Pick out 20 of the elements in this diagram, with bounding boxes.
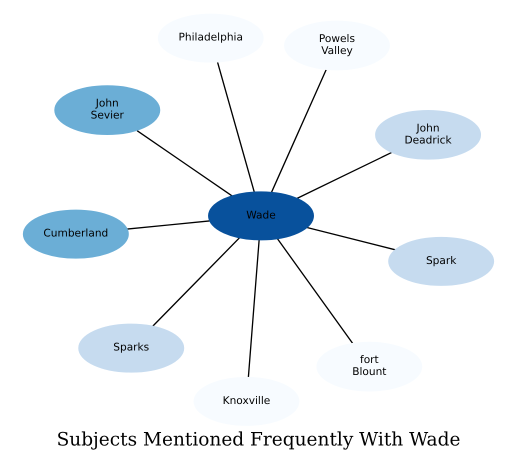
node-ellipse: Sparks [78, 323, 184, 372]
node-ellipse: Philadelphia [158, 13, 264, 62]
node-ellipse: Powels Valley [284, 20, 390, 70]
node-ellipse: John Sevier [54, 84, 160, 134]
connector [216, 62, 255, 192]
connector [306, 226, 396, 250]
node-ellipse: Spark [388, 236, 494, 286]
connector [296, 151, 392, 199]
node-ellipse: fort Blount [316, 341, 422, 391]
connector [152, 236, 240, 326]
node-ellipse: Cumberland [22, 209, 129, 258]
node-ellipse: Wade [208, 190, 314, 240]
diagram-title: Subjects Mentioned Frequently With Wade [56, 428, 460, 450]
connector [270, 68, 327, 192]
connector [136, 130, 232, 196]
connector [248, 239, 260, 377]
connector [276, 238, 354, 344]
connector [127, 220, 210, 230]
node-ellipse: Knoxville [194, 376, 300, 426]
node-ellipse: John Deadrick [375, 109, 482, 160]
